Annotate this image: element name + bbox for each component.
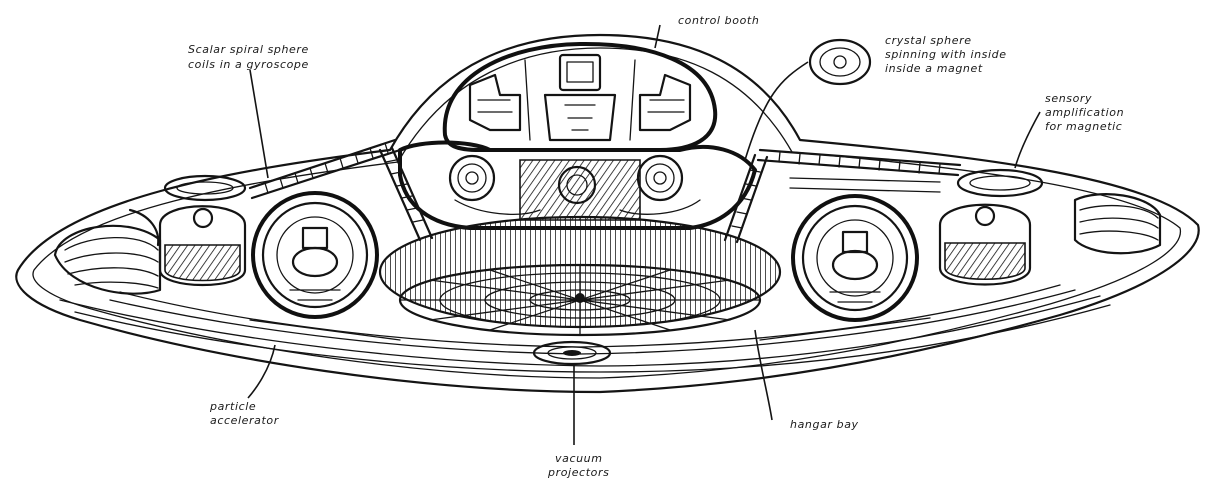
label-hangar-bay: hangar bay (790, 418, 859, 431)
label-sensory-line1: sensory (1045, 92, 1092, 105)
label-scalar-spiral-line2: coils in a gyroscope (188, 58, 309, 71)
label-sensory-line3: for magnetic (1045, 120, 1122, 133)
right-side-coil (1075, 194, 1160, 253)
label-vacuum-line2: projectors (547, 466, 609, 479)
label-particle-line2: accelerator (210, 414, 280, 427)
label-particle-line1: particle (209, 400, 256, 413)
crystal-chamber (400, 143, 755, 229)
label-sensory-line2: amplification (1045, 106, 1124, 119)
control-booth (445, 44, 715, 150)
right-upper-pod (790, 170, 1042, 196)
label-vacuum-line1: vacuum (555, 452, 603, 465)
label-crystal-sphere-line2: spinning with inside (885, 48, 1007, 61)
label-crystal-sphere-line1: crystal sphere (885, 34, 972, 47)
left-gyroscope (253, 193, 377, 317)
left-tank (160, 206, 245, 285)
label-crystal-sphere-line3: inside a magnet (885, 62, 983, 75)
hangar-ring (380, 217, 780, 335)
label-control-booth: control booth (678, 14, 759, 27)
right-gyroscope (793, 196, 917, 320)
right-tank (940, 205, 1030, 285)
label-scalar-spiral-line1: Scalar spiral sphere (188, 43, 309, 56)
crystal-sphere-inset (810, 40, 870, 84)
